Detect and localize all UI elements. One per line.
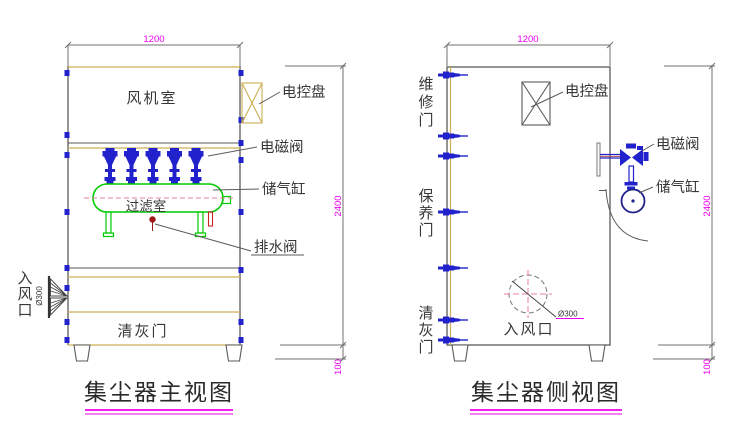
filter-room-label: 过滤室 [126,198,167,214]
front-inlet-diameter: Ø300 [35,286,44,306]
side-inlet-label: 入风口 [503,321,554,338]
side-legs [451,344,606,362]
side-tank-leader [638,186,654,194]
svg-text:维: 维 [418,76,433,93]
side-dimension-height [653,62,716,363]
pulse-valves [102,148,204,185]
front-control-panel-label: 电控盘 [282,83,326,101]
side-control-panel-label: 电控盘 [565,82,609,100]
side-door-hinges [438,71,468,344]
tank-drop-pipes [102,211,214,238]
front-tank-leader [212,188,260,191]
side-inlet-diameter: Ø300 [558,310,578,319]
side-dim-leg-text: 100 [702,359,713,375]
front-ash-door-label: 清灰门 [117,323,168,340]
front-control-panel-box [241,82,263,124]
front-dimension-height [275,62,347,363]
front-dim-height-text: 2400 [333,195,344,216]
svg-text:风: 风 [17,286,32,303]
side-control-panel-leader [530,91,564,108]
side-tank-label: 储气缸 [656,178,700,196]
svg-text:保: 保 [418,188,433,205]
side-view-title: 集尘器侧视图 [471,379,621,405]
svg-text:养: 养 [418,205,433,222]
pulse-valve [188,148,204,185]
service-door-label: 保 养 门 [418,188,433,239]
front-solenoid-leader [207,146,258,157]
side-solenoid-label: 电磁阀 [656,136,700,153]
svg-text:清: 清 [418,305,433,322]
svg-text:口: 口 [17,302,32,319]
front-dim-width-text: 1200 [143,34,164,45]
front-control-panel-leader [258,91,281,105]
front-dim-leg-text: 100 [333,359,344,375]
svg-text:灰: 灰 [418,322,433,339]
front-legs [73,344,243,362]
side-inlet-leader [511,280,557,318]
svg-text:入: 入 [17,270,32,287]
side-air-tank [620,188,646,214]
side-dimension-width [443,41,614,66]
side-dim-width-text: 1200 [517,34,538,45]
front-view: 1200 2400 100 [17,34,347,415]
front-view-title: 集尘器主视图 [84,379,234,405]
side-dim-height-text: 2400 [702,195,713,216]
side-view: 1200 2400 100 维 修 门 [418,34,716,415]
pulse-valve [124,148,139,185]
pulse-valve [167,148,182,185]
front-inlet-label: 入 风 口 [17,270,32,319]
front-solenoid-label: 电磁阀 [260,139,304,156]
pulse-valve [102,148,118,185]
front-dimension-width [64,41,244,66]
side-solenoid-valve [596,142,649,190]
side-solenoid-leader [641,143,655,152]
fan-room-label: 风机室 [126,90,177,107]
drain-valve [149,216,156,231]
side-cabinet-outline [446,66,611,346]
svg-text:门: 门 [418,339,433,356]
svg-text:门: 门 [418,112,433,129]
side-duct-arc [605,188,649,242]
pulse-valve [145,148,161,185]
svg-text:门: 门 [418,222,433,239]
maintenance-door-label: 维 修 门 [418,76,433,129]
side-ash-door-label: 清 灰 门 [418,305,433,356]
svg-text:修: 修 [418,94,433,111]
front-inlet-duct [47,276,69,318]
drain-valve-label: 排水阀 [254,239,298,256]
side-control-panel-box [521,81,551,126]
front-tank-label: 储气缸 [262,180,306,198]
drain-valve-leader [154,223,252,252]
